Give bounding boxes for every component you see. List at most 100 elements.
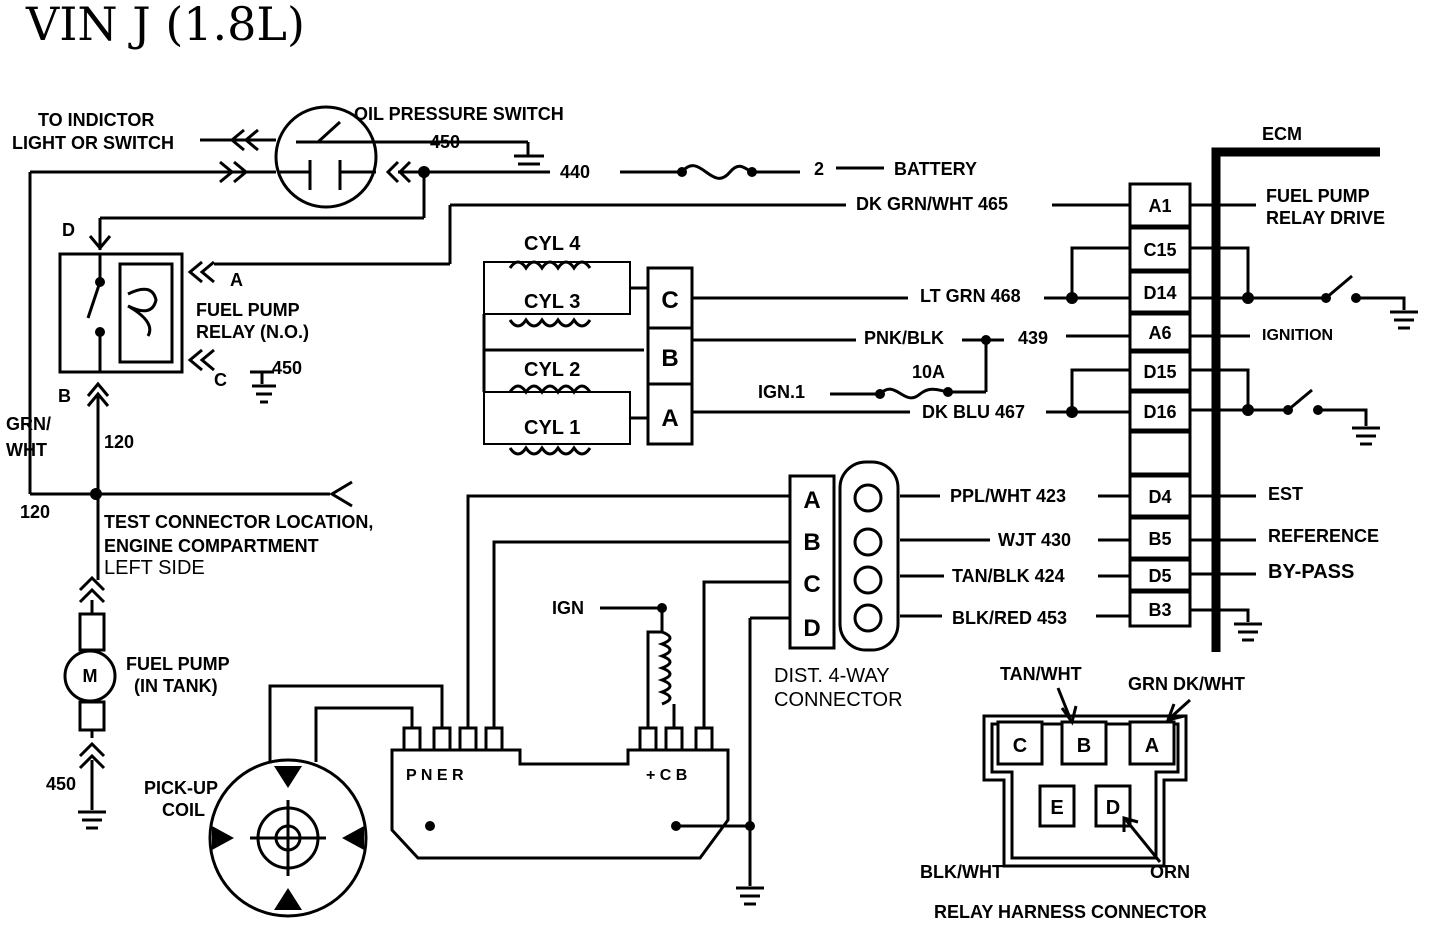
orn-label: ORN xyxy=(1150,862,1190,882)
dist-terminal-d: D xyxy=(803,615,820,642)
to-indicator-arrow-icon xyxy=(200,128,276,152)
ecm-pin-box xyxy=(1128,390,1192,432)
wjt-430-label: WJT 430 xyxy=(998,530,1071,550)
diagram-title: VIN J (1.8L) xyxy=(25,0,305,51)
ecm-pin-box xyxy=(1128,350,1192,392)
relay-harness-connector xyxy=(982,714,1188,868)
cyl1-label: CYL 1 xyxy=(524,417,580,439)
pickup-coil-label-1: PICK-UP xyxy=(144,778,218,798)
relay-pin-d-label: D xyxy=(62,220,75,240)
wire-2-label: 2 xyxy=(814,159,824,179)
ecm-pin-label: D5 xyxy=(1148,566,1171,586)
ground-icon xyxy=(78,810,106,830)
cyl4-label: CYL 4 xyxy=(524,233,581,255)
module-pcb-label: + C B xyxy=(646,767,687,784)
wire-440-label: 440 xyxy=(560,162,590,182)
ppl-wht-423-label: PPL/WHT 423 xyxy=(950,486,1066,506)
relay-drive-arrow-icon xyxy=(187,260,215,284)
lt-grn-468-label: LT GRN 468 xyxy=(920,286,1021,306)
relay-pin-b-label: B xyxy=(58,386,71,406)
ecm-pin-box xyxy=(1128,474,1192,518)
grn-dk-wht-label: GRN DK/WHT xyxy=(1128,674,1245,694)
battery-label: BATTERY xyxy=(894,159,977,179)
harness-terminal-a: A xyxy=(1145,735,1159,757)
oil-switch-label: OIL PRESSURE SWITCH xyxy=(354,104,564,124)
wire-120-b-label: 120 xyxy=(20,502,50,522)
fuel-pump-relay xyxy=(58,252,184,374)
to-indicator-label-2: LIGHT OR SWITCH xyxy=(12,133,174,153)
relay-harness-label: RELAY HARNESS CONNECTOR xyxy=(934,902,1207,922)
fuse-10a-label: 10A xyxy=(912,362,945,382)
ignition-label: IGNITION xyxy=(1262,327,1333,344)
ecm-pin-label: B3 xyxy=(1148,600,1171,620)
coil-terminal-a: A xyxy=(661,405,678,432)
ecm-label: ECM xyxy=(1262,124,1302,144)
dist-connector-label-1: DIST. 4-WAY xyxy=(774,665,890,687)
ign1-label: IGN.1 xyxy=(758,382,805,402)
ecm-pin-box xyxy=(1128,430,1192,476)
fuse-icon xyxy=(875,387,953,400)
oil-pressure-switch xyxy=(274,105,378,209)
test-connector-label-1: TEST CONNECTOR LOCATION, xyxy=(104,512,373,532)
fuel-pump-motor xyxy=(63,600,117,738)
switch-icon xyxy=(1287,388,1313,412)
wire-120-a-label: 120 xyxy=(104,432,134,452)
switch-input-arrow-icon xyxy=(214,160,276,184)
dist-terminal-b: B xyxy=(803,529,820,556)
pnk-blk-label: PNK/BLK xyxy=(864,328,944,348)
wire-450-relay-label: 450 xyxy=(272,358,302,378)
coil-pack xyxy=(482,260,648,456)
dist-connector-label-2: CONNECTOR xyxy=(774,689,903,711)
harness-terminal-c: C xyxy=(1013,735,1027,757)
ecm-pin-label: B5 xyxy=(1148,529,1171,549)
ign-label: IGN xyxy=(552,598,584,618)
wire-450-pump-label: 450 xyxy=(46,774,76,794)
ecm-pin-label: D14 xyxy=(1143,283,1176,303)
pickup-coil xyxy=(208,758,368,918)
ecm-pin-label: D4 xyxy=(1148,487,1171,507)
pickup-coil-label-2: COIL xyxy=(162,800,205,820)
fuel-pump-relay-label-2: RELAY (N.O.) xyxy=(196,322,309,342)
fuse-icon xyxy=(677,164,757,180)
ignition-module xyxy=(390,726,730,860)
ecm-pin-label: A6 xyxy=(1148,323,1171,343)
ecm-pin-label: C15 xyxy=(1143,240,1176,260)
grn-wht-label-2: WHT xyxy=(6,440,47,460)
harness-terminal-e: E xyxy=(1050,797,1063,819)
blk-red-453-label: BLK/RED 453 xyxy=(952,608,1067,628)
coil-winding-icon xyxy=(657,630,672,706)
tan-wht-label: TAN/WHT xyxy=(1000,664,1082,684)
cyl3-label: CYL 3 xyxy=(524,291,580,313)
distributor-connector xyxy=(788,460,900,652)
relay-pin-c-label: C xyxy=(214,370,227,390)
dist-terminal-c: C xyxy=(803,571,820,598)
fuel-pump-label-2: (IN TANK) xyxy=(134,676,218,696)
motor-icon: M xyxy=(83,666,98,686)
relay-ground-arrow-icon xyxy=(187,348,215,372)
coil-terminal-c: C xyxy=(661,287,678,314)
module-pner-label: P N E R xyxy=(406,767,464,784)
ecm-pin-box xyxy=(1128,270,1192,314)
reference-label: REFERENCE xyxy=(1268,526,1379,546)
est-label: EST xyxy=(1268,484,1303,504)
ecm-pin-box xyxy=(1128,516,1192,560)
dk-blu-467-label: DK BLU 467 xyxy=(922,402,1025,422)
wire-439-label: 439 xyxy=(1018,328,1048,348)
grn-wht-label-1: GRN/ xyxy=(6,414,51,434)
bypass-label: BY-PASS xyxy=(1268,561,1354,583)
harness-terminal-d: D xyxy=(1106,797,1120,819)
fuel-pump-relay-drive-label-1: FUEL PUMP xyxy=(1266,186,1370,206)
fuel-pump-label-1: FUEL PUMP xyxy=(126,654,230,674)
blk-wht-label: BLK/WHT xyxy=(920,862,1003,882)
test-connector-arrow-icon xyxy=(329,480,353,508)
ecm-border xyxy=(1211,147,1380,652)
fuel-pump-relay-label-1: FUEL PUMP xyxy=(196,300,300,320)
harness-terminal-b: B xyxy=(1077,735,1091,757)
ecm-pin-box xyxy=(1128,312,1192,352)
tan-blk-424-label: TAN/BLK 424 xyxy=(952,566,1065,586)
ecm-pin-label: A1 xyxy=(1148,196,1171,216)
to-indicator-label-1: TO INDICTOR xyxy=(38,110,154,130)
fuel-pump-relay-drive-label-2: RELAY DRIVE xyxy=(1266,208,1385,228)
